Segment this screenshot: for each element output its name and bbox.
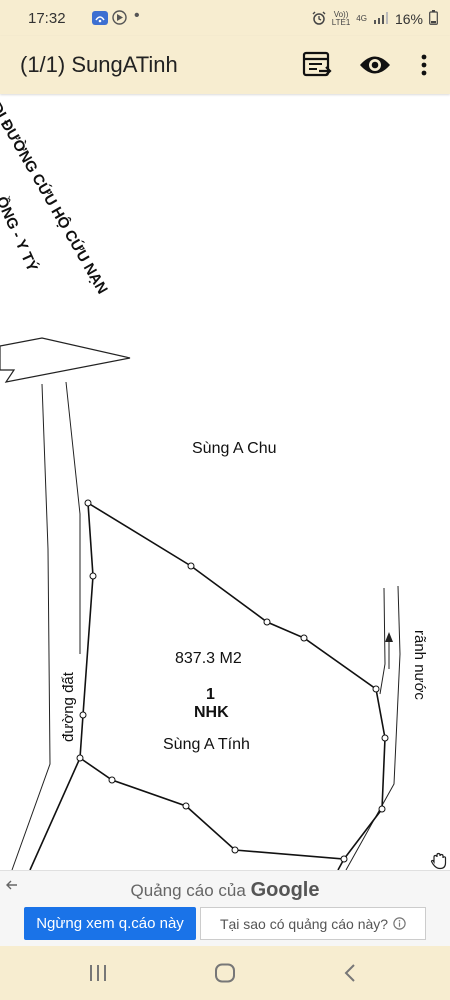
app-bar: (1/1) SungATinh bbox=[0, 36, 450, 94]
export-list-icon bbox=[302, 51, 332, 77]
recent-apps-icon bbox=[90, 965, 106, 981]
system-nav-bar bbox=[0, 946, 450, 1000]
home-icon bbox=[215, 963, 235, 983]
cadastral-map-drawing bbox=[0, 337, 401, 870]
info-icon bbox=[393, 917, 406, 930]
owner-name: Sùng A Tính bbox=[163, 736, 250, 753]
ad-banner: Quảng cáo của Google Ngừng xem q.cáo này… bbox=[0, 870, 450, 947]
view-button[interactable] bbox=[358, 48, 392, 82]
back-button[interactable] bbox=[330, 958, 370, 988]
status-bar: 17:32 • Vo))LTE1 4G 16% bbox=[0, 0, 450, 36]
battery-percent: 16% bbox=[394, 11, 423, 27]
status-right: Vo))LTE1 4G 16% bbox=[312, 10, 438, 28]
road-label-west: đường đất bbox=[60, 672, 77, 742]
home-button[interactable] bbox=[205, 958, 245, 988]
parcel-area: 837.3 M2 bbox=[175, 650, 242, 667]
wifi-calling-icon bbox=[92, 11, 108, 28]
back-chevron-icon bbox=[344, 964, 355, 982]
network-label: Vo))LTE1 bbox=[331, 10, 351, 27]
google-brand: Google bbox=[250, 879, 320, 901]
notification-dot-icon: • bbox=[134, 7, 140, 24]
hand-pan-icon[interactable] bbox=[430, 852, 448, 870]
more-vert-icon bbox=[421, 54, 427, 76]
page-title: (1/1) SungATinh bbox=[20, 52, 178, 77]
recent-apps-button[interactable] bbox=[78, 958, 118, 988]
eye-icon bbox=[360, 56, 390, 74]
stream-label: rãnh nước bbox=[411, 630, 428, 700]
status-time: 17:32 bbox=[28, 10, 66, 27]
map-canvas[interactable]: ĐI ĐƯỜNG CỨU HỘ CỨU NẠN ỒNG - Y TÝ Sùng … bbox=[0, 94, 450, 870]
signal-icon bbox=[373, 11, 389, 27]
export-list-button[interactable] bbox=[300, 48, 334, 82]
why-this-ad-button[interactable]: Tại sao có quảng cáo này? bbox=[200, 907, 426, 940]
ad-attribution: Quảng cáo của Google bbox=[130, 879, 320, 901]
why-ad-label: Tại sao có quảng cáo này? bbox=[219, 915, 389, 932]
navigation-icon bbox=[112, 10, 127, 28]
land-type-code: NHK bbox=[194, 704, 229, 721]
stop-seeing-ad-button[interactable]: Ngừng xem q.cáo này bbox=[24, 907, 196, 940]
net-type-label: 4G bbox=[356, 14, 367, 23]
back-arrow-icon[interactable] bbox=[6, 877, 18, 893]
more-options-button[interactable] bbox=[407, 48, 441, 82]
battery-icon bbox=[429, 10, 438, 28]
neighbor-label: Sùng A Chu bbox=[192, 440, 277, 457]
parcel-number: 1 bbox=[206, 686, 215, 703]
alarm-icon bbox=[312, 11, 326, 28]
